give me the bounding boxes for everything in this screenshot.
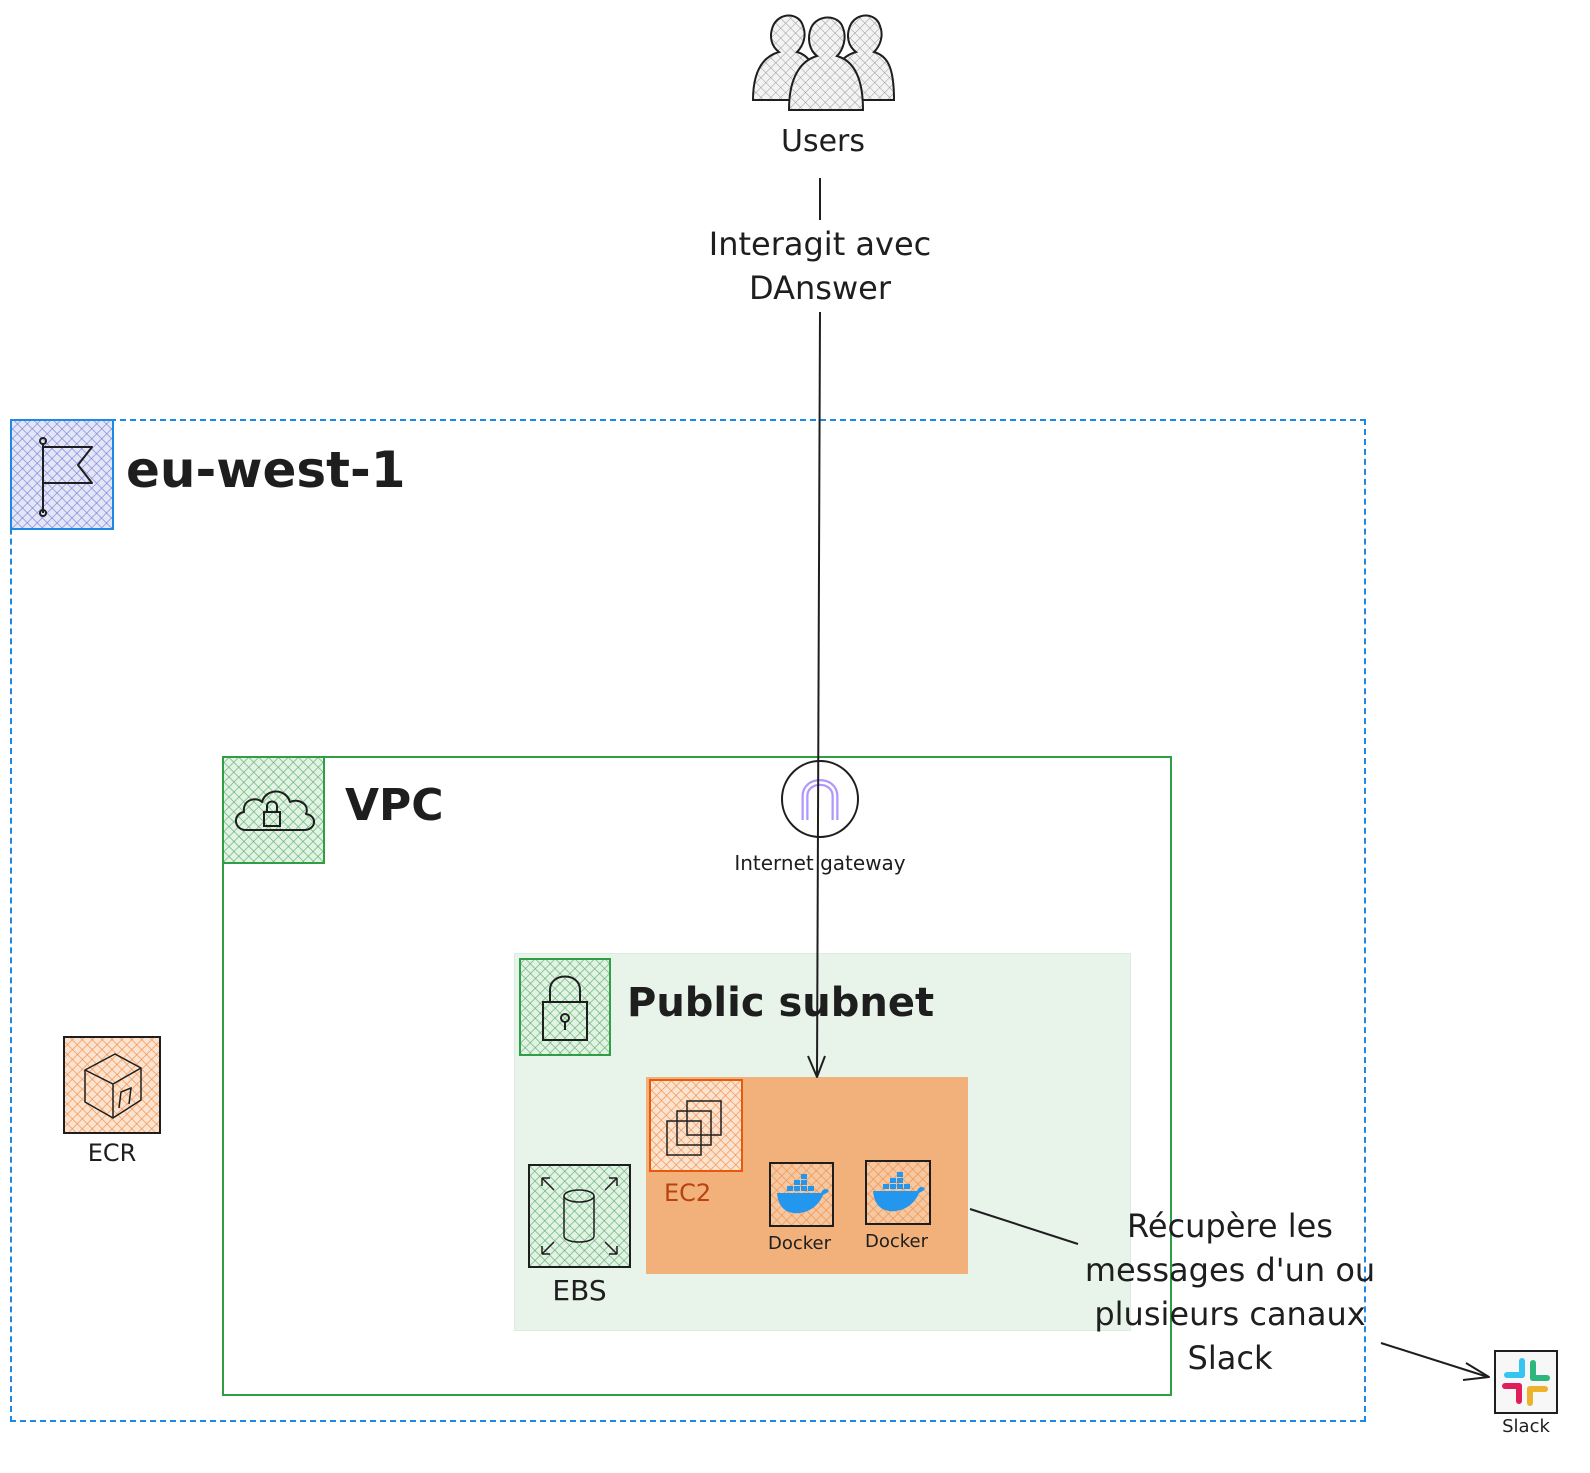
public-subnet-label: Public subnet	[627, 980, 935, 1026]
region-flag-icon	[10, 419, 114, 530]
vpc-label: VPC	[345, 780, 444, 831]
vpc-container	[222, 756, 1172, 1396]
users-edge-label-line2: DAnswer	[749, 269, 891, 307]
ecr-label: ECR	[87, 1139, 137, 1167]
internet-gateway-label: Internet gateway	[734, 851, 906, 875]
slack-edge-label-line3: plusieurs canaux	[1094, 1295, 1366, 1333]
slack-edge-label-line4: Slack	[1187, 1339, 1273, 1377]
ecr-registry-icon	[63, 1036, 161, 1134]
ec2-instance-icon	[649, 1079, 743, 1172]
ebs-label: EBS	[552, 1274, 607, 1307]
users-edge-label: Interagit avec DAnswer	[660, 222, 980, 310]
users-label: Users	[780, 124, 865, 159]
users-edge-label-line1: Interagit avec	[708, 225, 932, 263]
region-eu-west-1-container	[10, 419, 1366, 1422]
docker-label-2: Docker	[865, 1231, 929, 1252]
vpc-cloud-lock-icon	[222, 756, 325, 864]
slack-logo-icon	[1494, 1350, 1558, 1414]
region-label: eu-west-1	[126, 441, 406, 499]
docker-label-1: Docker	[768, 1233, 832, 1254]
slack-label: Slack	[1502, 1416, 1550, 1437]
ebs-volume-icon	[528, 1164, 631, 1268]
docker-whale-icon	[865, 1160, 931, 1225]
slack-edge-label-line2: messages d'un ou	[1084, 1251, 1376, 1289]
docker-whale-icon	[769, 1162, 834, 1227]
users-group-icon	[751, 8, 896, 112]
ec2-to-slack-arrowhead	[1462, 1362, 1490, 1381]
internet-gateway-icon	[781, 760, 859, 838]
ec2-label: EC2	[664, 1179, 712, 1207]
slack-edge-label: Récupère les messages d'un ou plusieurs …	[1040, 1204, 1420, 1380]
slack-edge-label-line1: Récupère les	[1127, 1207, 1333, 1245]
subnet-lock-icon	[519, 958, 611, 1056]
